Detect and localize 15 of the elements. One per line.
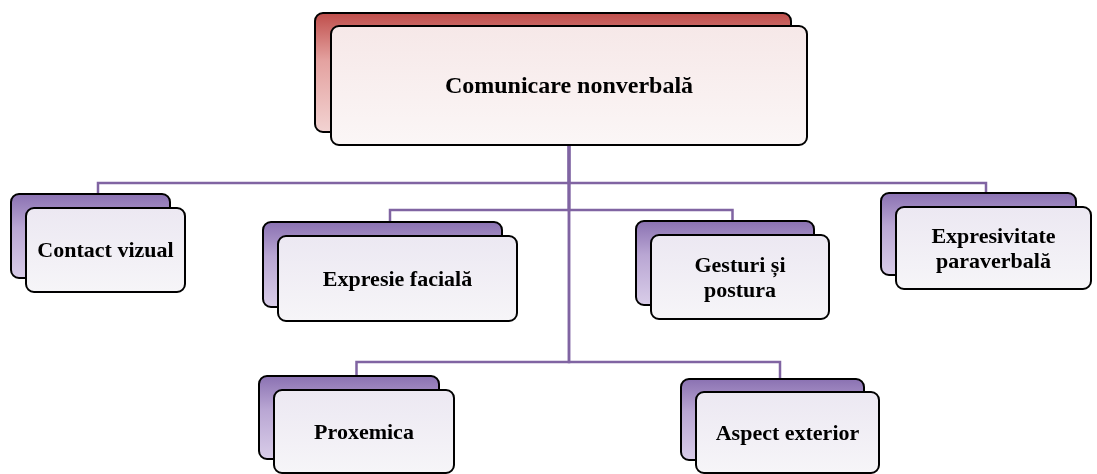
node-label: Expresie facială bbox=[322, 265, 473, 292]
process-box bbox=[635, 220, 830, 320]
node-label: Contact vizual bbox=[37, 237, 174, 263]
node-label: Aspect exterior bbox=[715, 419, 860, 446]
process-box bbox=[314, 12, 808, 146]
process-box bbox=[880, 192, 1092, 290]
process-box bbox=[258, 375, 455, 474]
process-box bbox=[680, 378, 880, 474]
node-label: Gesturi și postura bbox=[693, 251, 787, 303]
process-box bbox=[10, 193, 186, 293]
node-label: Comunicare nonverbală bbox=[444, 71, 694, 100]
node-label: Expresivitate paraverbală bbox=[930, 222, 1057, 274]
connector-line bbox=[567, 146, 782, 378]
node-label: Proxemica bbox=[314, 418, 414, 445]
process-box bbox=[262, 221, 518, 322]
